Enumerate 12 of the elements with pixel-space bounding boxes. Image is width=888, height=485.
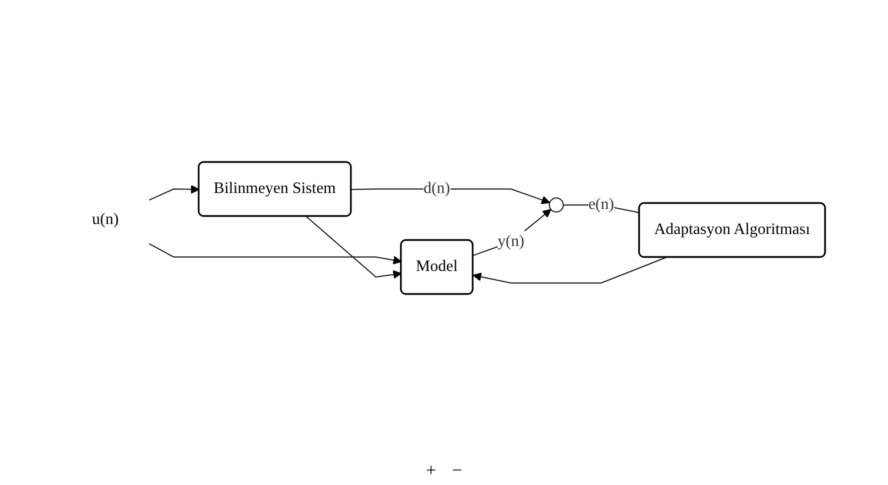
- sign-label: −: [452, 460, 462, 481]
- node-circle: [549, 198, 564, 212]
- node-text: u(n): [92, 211, 120, 228]
- arrow: [473, 209, 552, 256]
- arrow: [148, 184, 200, 201]
- arrow: [306, 216, 402, 279]
- edge-label: d(n): [424, 180, 451, 197]
- arrow: [473, 257, 667, 284]
- edge-label: e(n): [588, 196, 615, 213]
- edge-label: y(n): [498, 233, 525, 250]
- arrow: [148, 242, 402, 265]
- sign-label: +: [426, 460, 436, 481]
